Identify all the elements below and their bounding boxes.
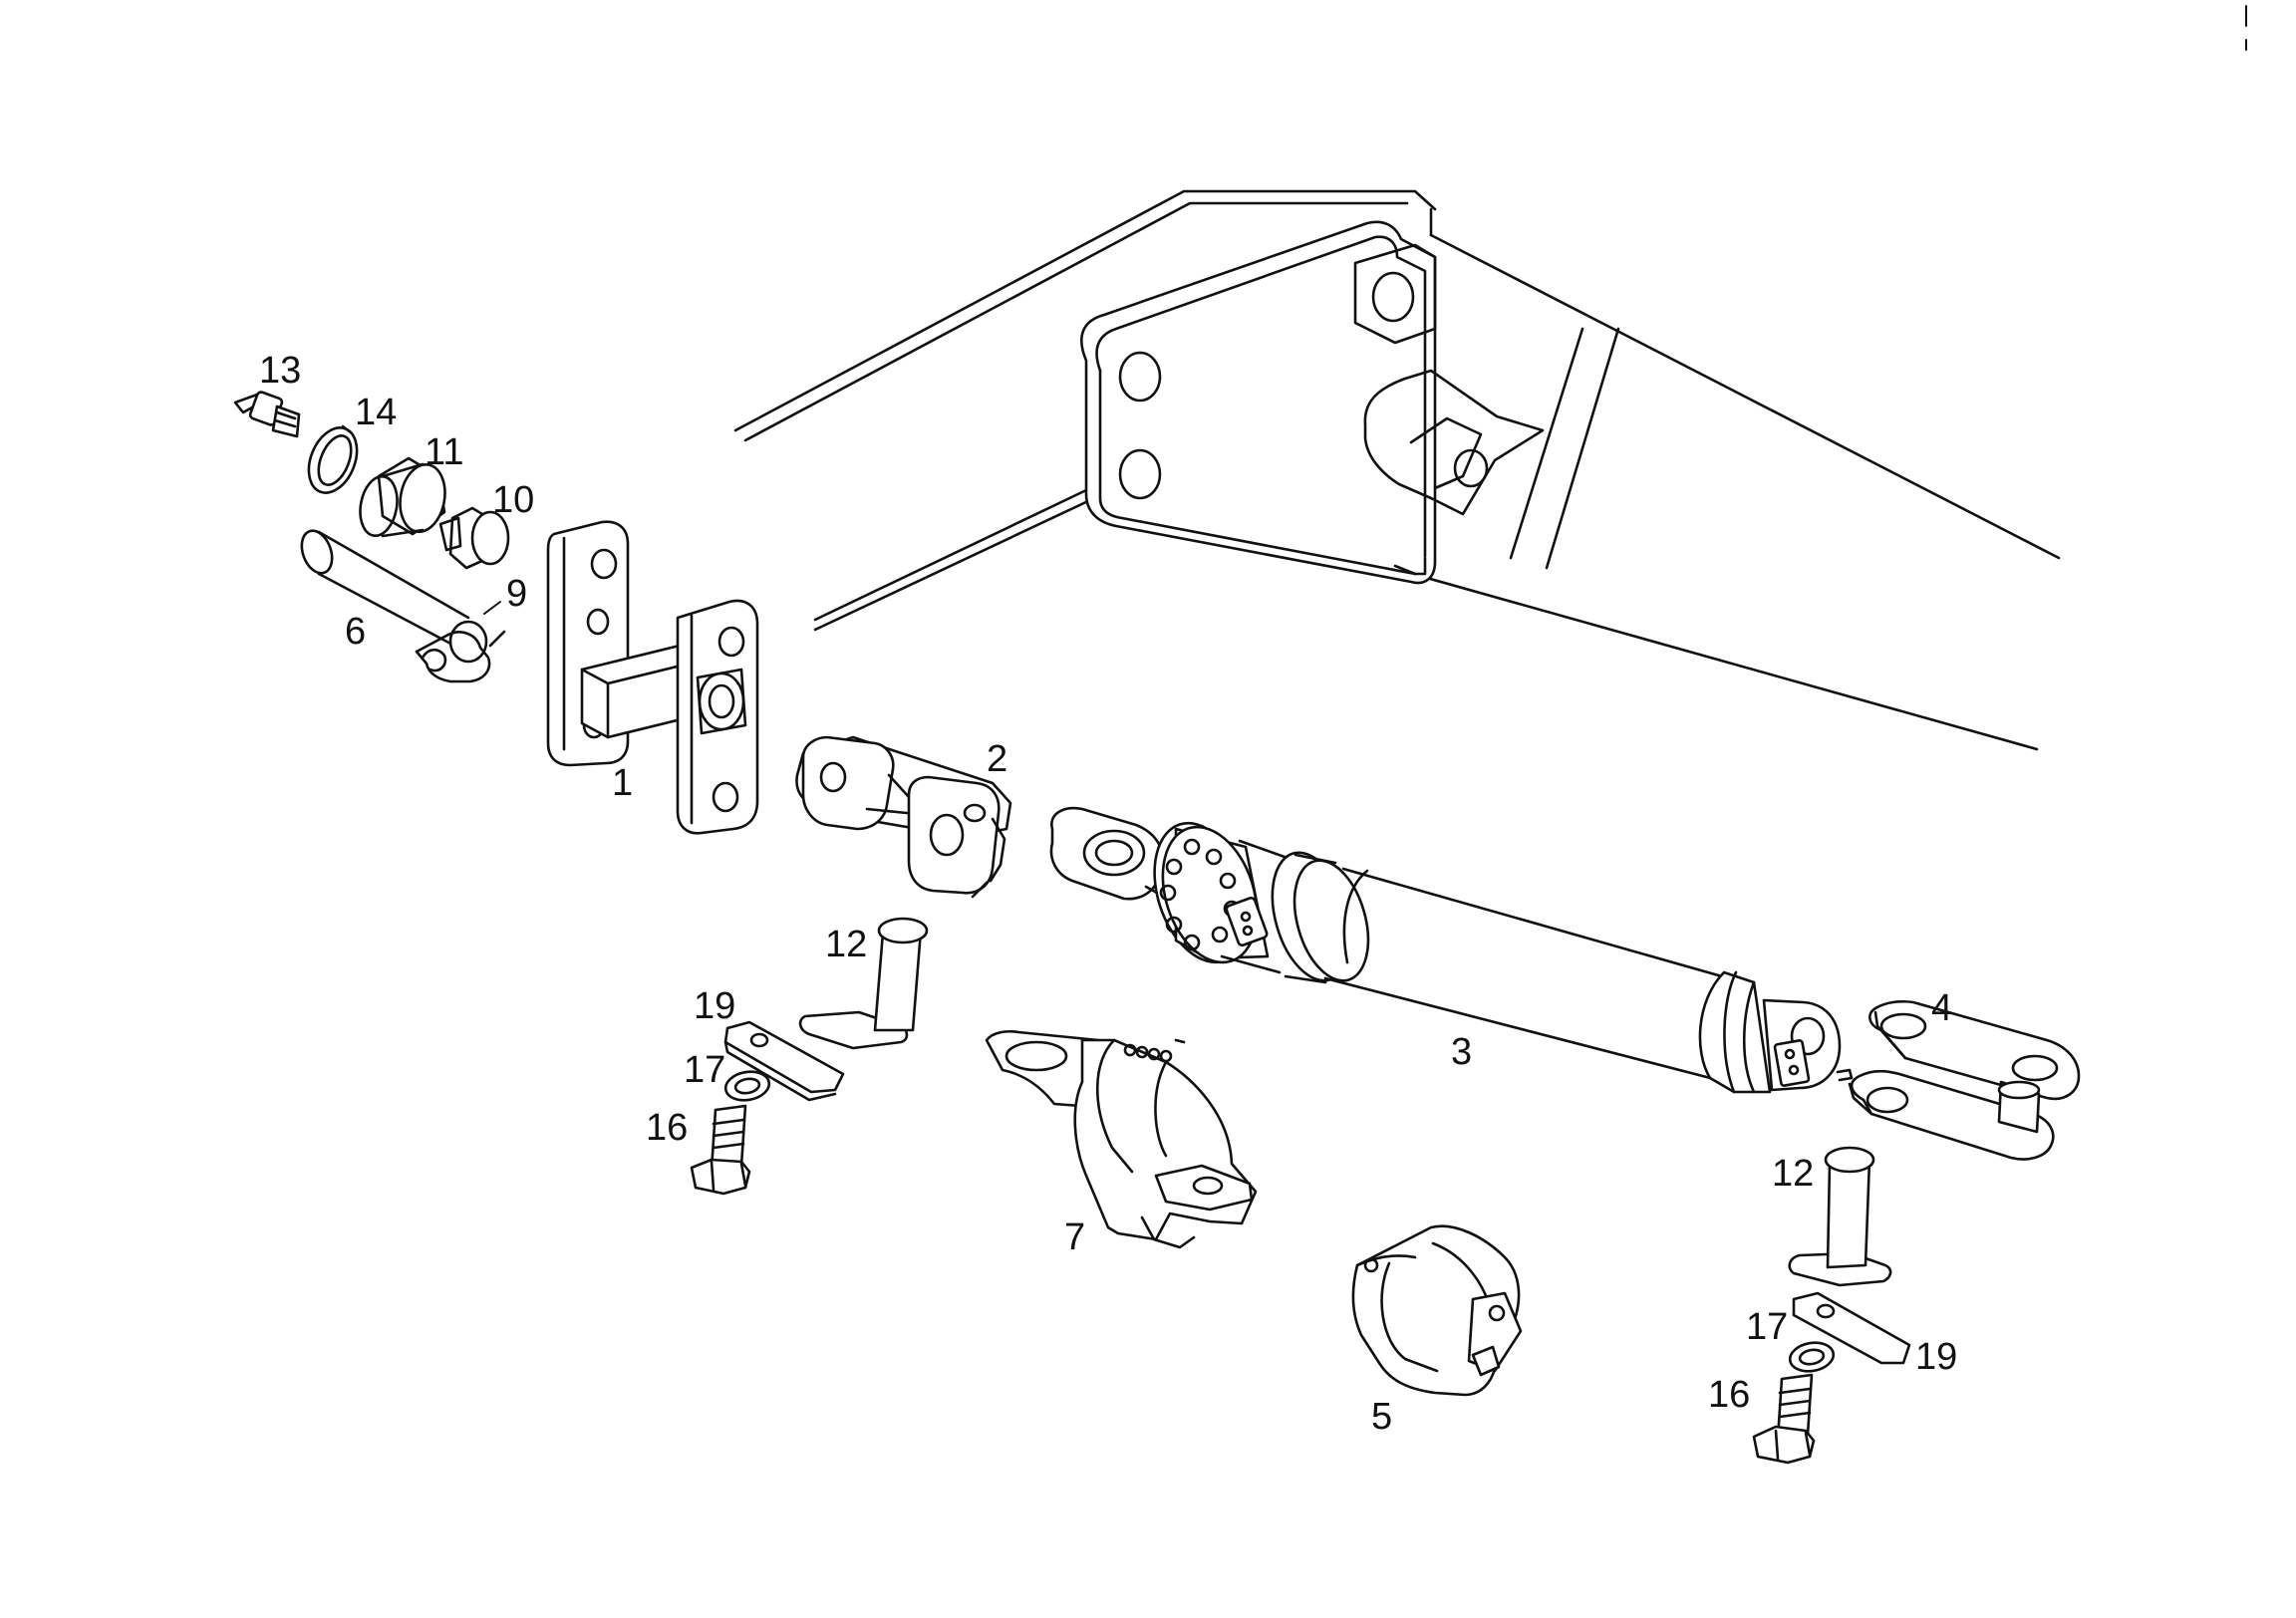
- callout-14: 14: [355, 392, 397, 433]
- part-1-bracket: [546, 520, 759, 835]
- callout-5: 5: [1371, 1396, 1392, 1438]
- callout-19b: 19: [1915, 1336, 1957, 1378]
- callout-6: 6: [345, 611, 366, 653]
- callout-19a: 19: [694, 985, 735, 1027]
- part-16a-bolt: [690, 1104, 751, 1196]
- part-16b-bolt: [1752, 1373, 1816, 1465]
- callout-17a: 17: [684, 1049, 725, 1091]
- callout-1: 1: [612, 762, 633, 804]
- part-5-clamp: [1351, 1224, 1523, 1397]
- callout-10: 10: [492, 479, 534, 521]
- part-12b-pin: [1788, 1146, 1892, 1287]
- part-17b-washer: [1788, 1341, 1836, 1373]
- callout-12a: 12: [825, 924, 867, 965]
- part-13-grease-nipple: [233, 391, 301, 438]
- part-19b-lock-plate: [1792, 1291, 1911, 1365]
- part-9-clip: [415, 630, 506, 683]
- callout-labels: 13 14 11 10 9 6 1 2 12 19 17 16 3 4 7 5 …: [259, 350, 1957, 1438]
- callout-12b: 12: [1772, 1153, 1814, 1195]
- callout-13: 13: [259, 350, 301, 392]
- part-19a-lock-plate: [723, 1020, 845, 1102]
- leader-line-9: [483, 601, 501, 615]
- callout-2: 2: [987, 738, 1007, 780]
- callout-4: 4: [1931, 987, 1952, 1029]
- part-7-clamp: [985, 1029, 1258, 1249]
- part-4-link: [1848, 999, 2081, 1161]
- callout-9: 9: [506, 573, 527, 615]
- part-12a-pin: [798, 917, 929, 1050]
- part-14-snap-ring: [307, 424, 359, 494]
- part-10-cap: [438, 506, 510, 570]
- callout-16b: 16: [1708, 1374, 1750, 1416]
- part-11-bushing: [359, 456, 446, 538]
- callout-17b: 17: [1746, 1306, 1788, 1348]
- part-17a-washer: [723, 1070, 771, 1102]
- part-2-clevis: [795, 735, 1012, 899]
- callout-7: 7: [1064, 1216, 1085, 1258]
- callout-16a: 16: [646, 1107, 688, 1149]
- callout-3: 3: [1451, 1031, 1472, 1073]
- callout-11: 11: [425, 431, 463, 473]
- part-3-cylinder: [1049, 806, 1854, 1094]
- boom-arm: [733, 189, 2061, 751]
